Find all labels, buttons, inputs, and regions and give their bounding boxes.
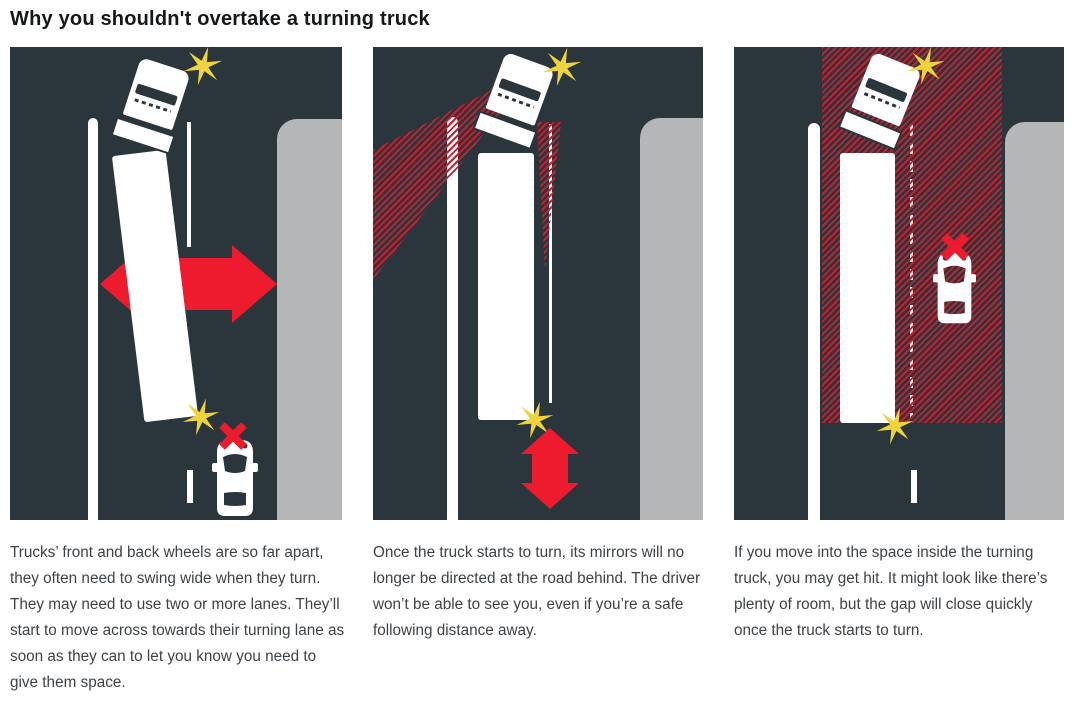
lane-dash [911,470,917,503]
indicator-flash-icon [182,398,220,436]
prohibited-x-icon [219,422,247,450]
indicator-flash-icon [516,401,554,439]
truck-trailer [478,153,534,420]
follow-distance-arrow-icon [521,428,579,509]
caption-gap-closes: If you move into the space inside the tu… [734,544,1048,639]
prohibited-x-icon [941,233,969,261]
indicator-flash-icon [542,47,582,87]
indicator-flash-icon [183,47,223,86]
caption-wide-swing: Trucks’ front and back wheels are so far… [10,544,345,691]
indicator-flash-icon [907,47,945,85]
kerb [1005,122,1064,520]
lane-line [447,117,458,520]
lane-line [88,118,98,520]
panel-wide-swing [10,47,342,520]
lane-line [808,123,820,520]
kerb [640,118,703,520]
lane-dash [187,470,193,503]
lane-line [187,122,191,247]
truck-trailer [840,153,895,423]
lane-line [549,124,552,403]
panel-gap-closes [734,47,1064,520]
caption-mirror-blindspot: Once the truck starts to turn, its mirro… [373,544,701,639]
indicator-flash-icon [876,407,914,445]
kerb [277,119,342,520]
page-title: Why you shouldn't overtake a turning tru… [10,8,430,30]
panel-mirror-blindspot [373,47,703,520]
